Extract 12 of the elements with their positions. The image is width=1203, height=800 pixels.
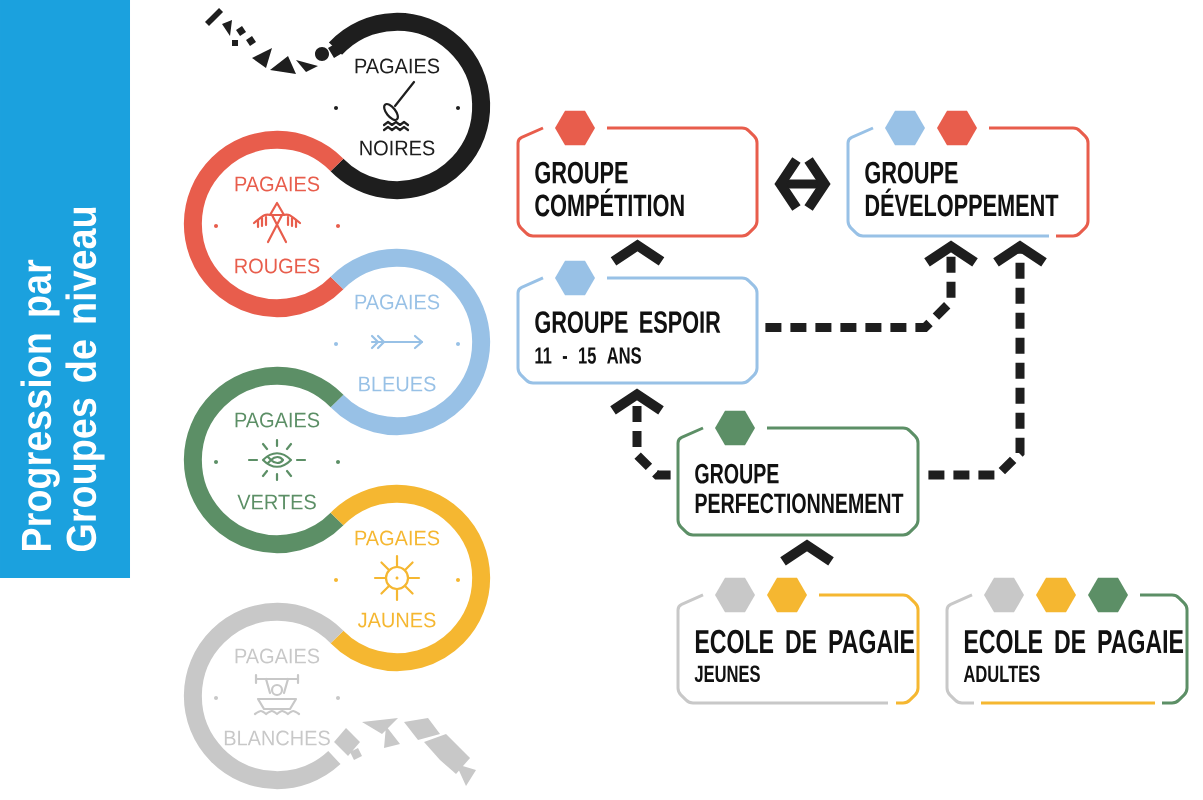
group-box: GROUPE PERFECTIONNEMENT [676, 426, 920, 537]
ring-badge: PAGAIES VERTES [183, 366, 344, 554]
group-box: GROUPE COMPÉTITION [516, 126, 759, 238]
group-box: ECOLE DE PAGAIE JEUNES [676, 593, 920, 705]
ring-badge: PAGAIES NOIRES [329, 12, 491, 200]
ring-badge: PAGAIES BLEUES [330, 248, 491, 436]
group-box: GROUPE DÉVELOPPEMENT [846, 126, 1090, 238]
title-banner: Progression par Groupes de niveau [0, 0, 130, 578]
ring-badge: PAGAIES ROUGES [183, 130, 344, 318]
ring-badge: PAGAIES JAUNES [330, 484, 491, 672]
group-box: GROUPE ESPOIR 11 - 15 ANS [516, 276, 759, 385]
group-box: ECOLE DE PAGAIE ADULTES [945, 593, 1189, 705]
